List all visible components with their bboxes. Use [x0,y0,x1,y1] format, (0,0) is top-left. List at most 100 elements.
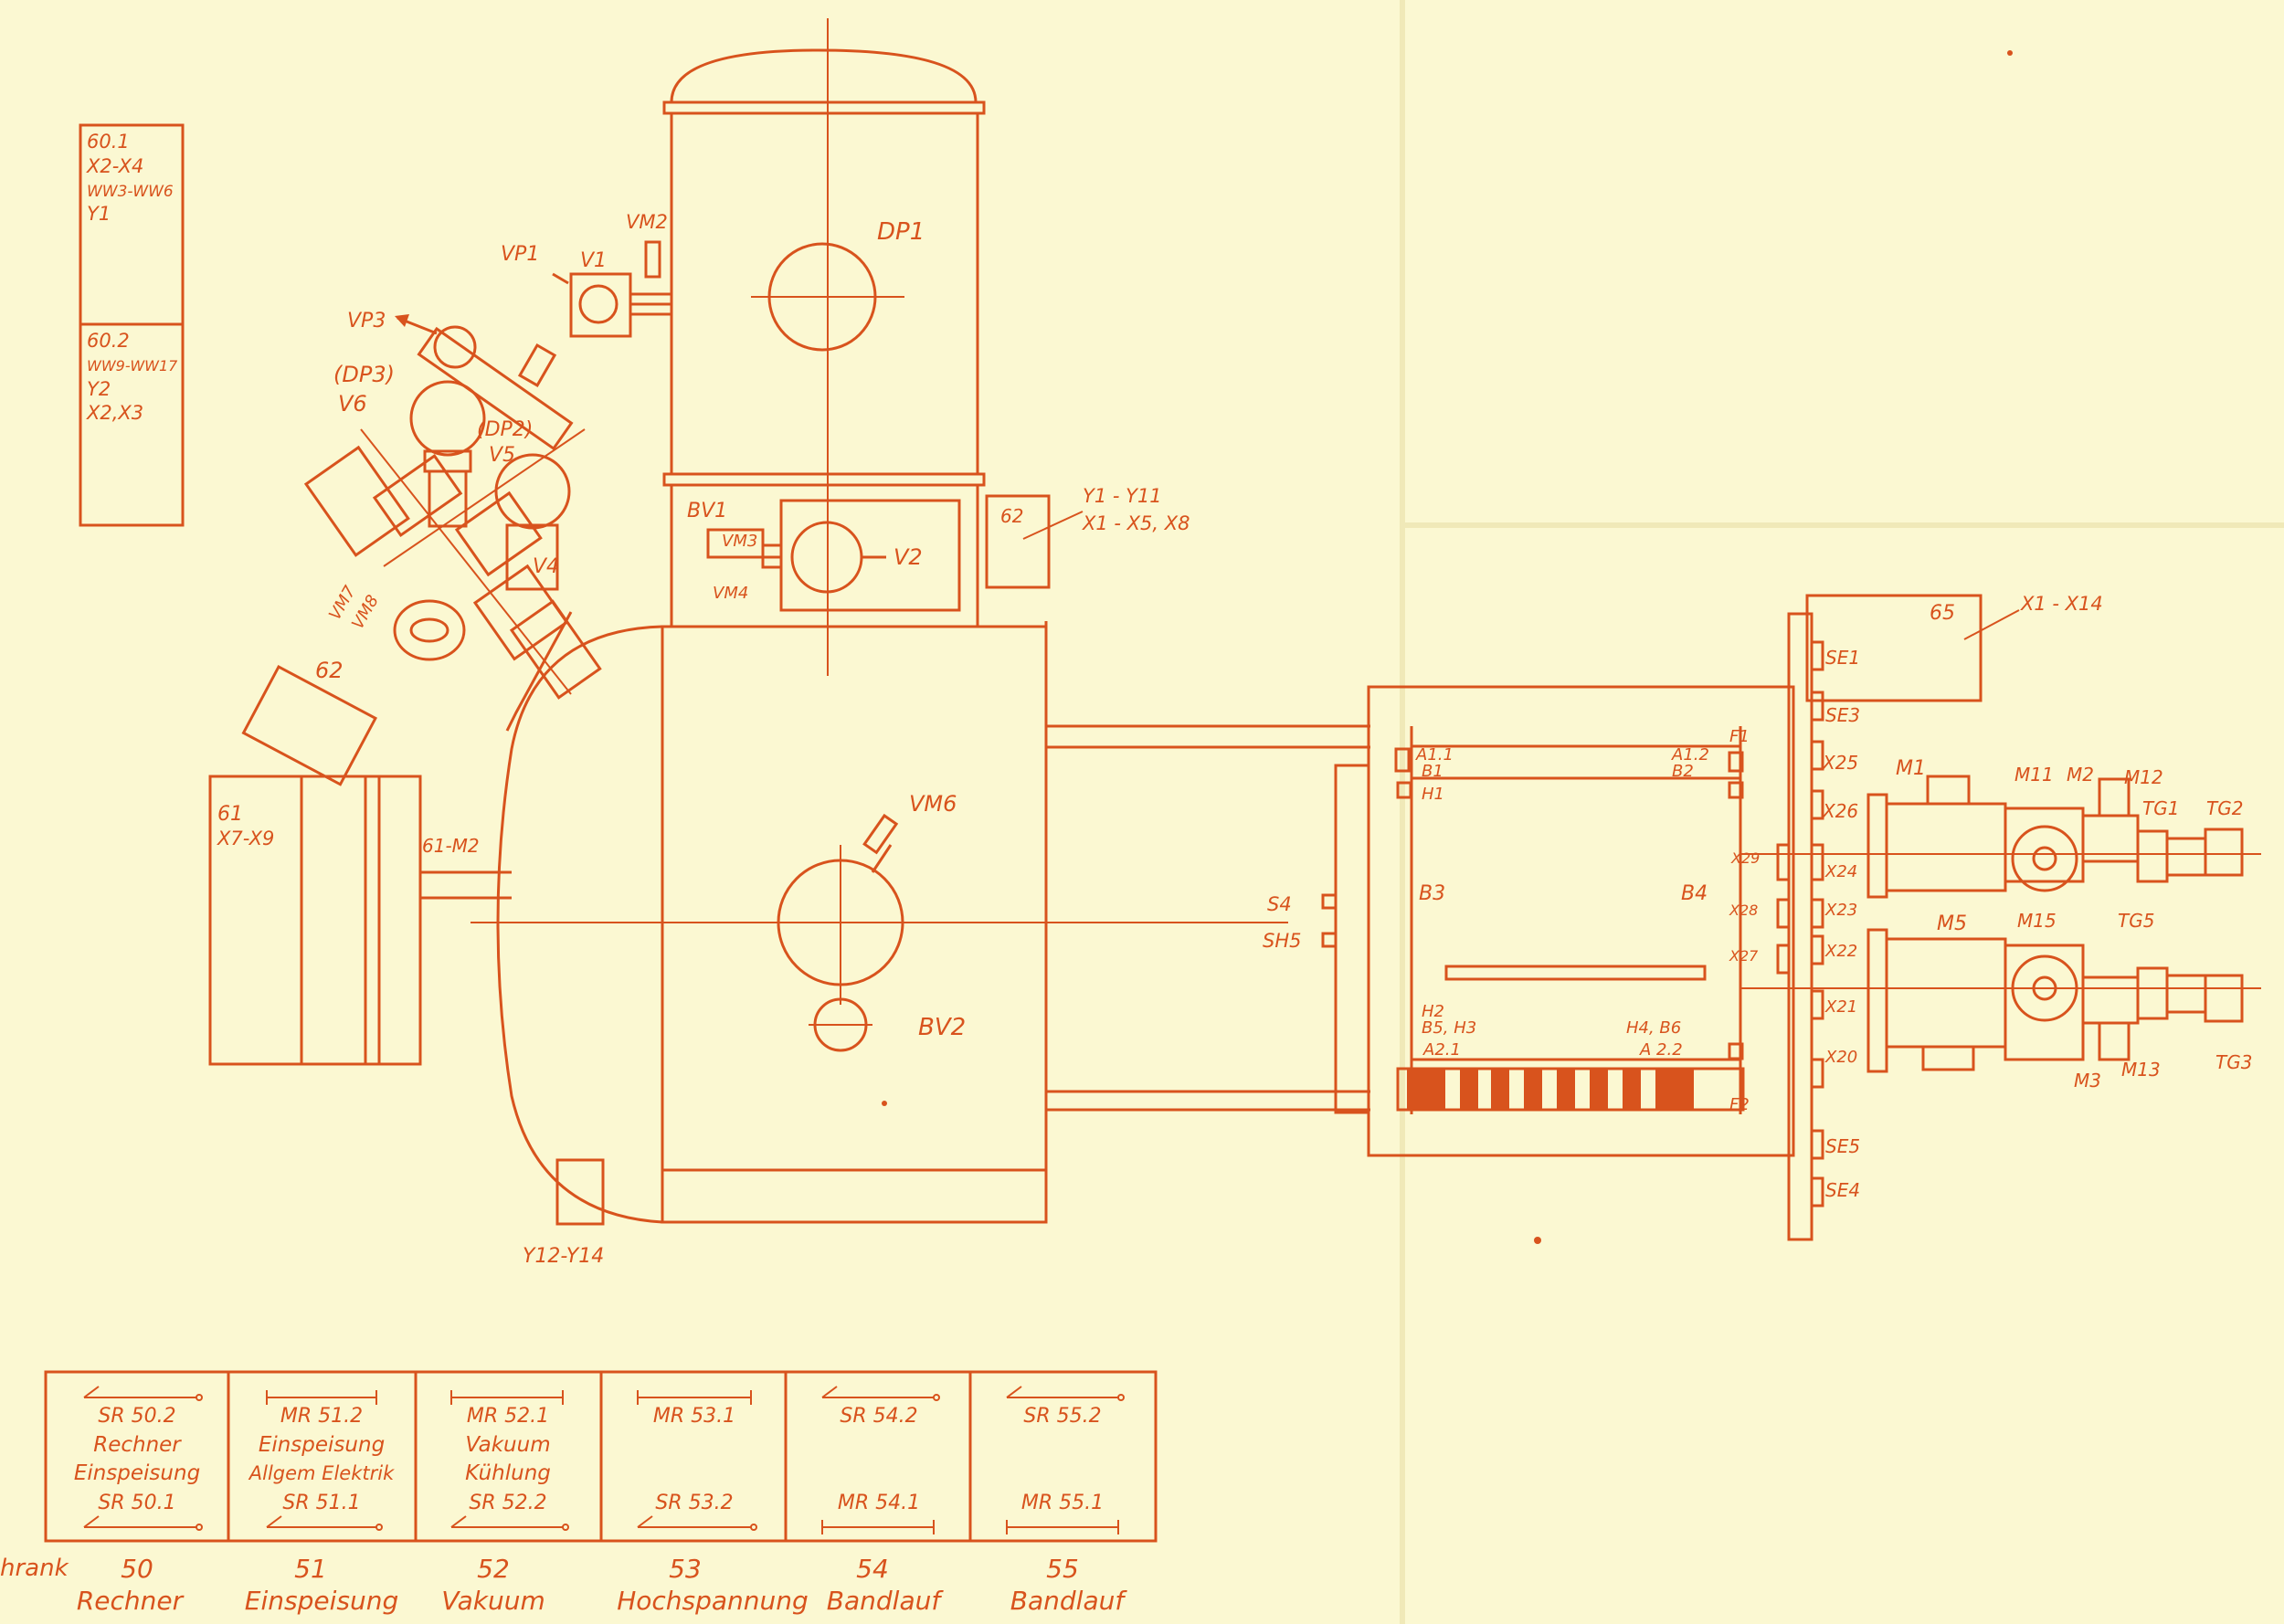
label-tg5: TG5 [2118,910,2154,932]
table-col-51-line-4: SR 51.1 [282,1492,360,1514]
label-a22: A 2.2 [1639,1040,1683,1060]
label-box62a: 62 [315,658,344,683]
label-v2: V2 [894,544,923,570]
label-tg3: TG3 [2215,1051,2252,1073]
label-x23: X23 [1824,901,1857,920]
label-b2: B2 [1672,762,1694,781]
label-x26: X26 [1822,800,1858,822]
legend-box-1-line-3: WW3-WW6 [87,183,174,201]
transfer-rails [1046,724,1370,1112]
table-col-52-line-4: SR 52.2 [469,1492,546,1514]
valve-cluster-dp2-dp3: VP3 (DP3) V6 (DP2) V5 V4 VM7 VM8 [303,310,602,700]
table-col-54-line-1: SR 54.2 [840,1405,917,1428]
label-f2: F2 [1729,1095,1750,1114]
table-col-52-line-2: Vakuum [465,1433,550,1457]
table-col-50-line-3: Einspeisung [74,1461,200,1485]
label-x28: X28 [1729,902,1758,919]
legend-box-1-line-1: 60.1 [87,131,130,153]
label-a12: A1.2 [1671,745,1709,765]
table-number-50: 50 [121,1554,153,1584]
legend-box-1-line-4: Y1 [87,203,111,225]
label-x20: X20 [1824,1048,1857,1067]
label-se4: SE4 [1825,1179,1860,1201]
label-vm2: VM2 [626,211,668,233]
box-61-cabinet: 61 X7-X9 61-M2 [208,775,512,1066]
label-v1: V1 [580,249,607,272]
label-vp3: VP3 [347,310,386,332]
v1-valve-assembly: VM2 VP1 V1 [501,211,673,338]
label-vm6: VM6 [909,791,957,817]
table-name-53: Hochspannung [617,1586,809,1616]
table-col-51-line-1: MR 51.2 [280,1405,363,1428]
label-x1-x5-x8: X1 - X5, X8 [1082,512,1190,534]
table-col-51-line-3: Allgem Elektrik [248,1462,395,1484]
table-number-53: 53 [669,1554,702,1584]
label-m5: M5 [1937,912,1967,935]
label-box62b: 62 [1000,505,1023,527]
table-number-55: 55 [1046,1554,1079,1584]
box-62-tilted: 62 [241,658,377,786]
label-vm4: VM4 [713,584,748,603]
label-x29: X29 [1730,849,1760,867]
label-y1-y11: Y1 - Y11 [1083,485,1162,507]
electronics-rack: S4 SH5 A1.1 B1 H1 A1.2 B2 F1 B3 B4 H2 B5… [1263,685,1795,1157]
table-col-55-line-4: MR 55.1 [1021,1492,1104,1514]
table-number-51: 51 [294,1554,327,1584]
table-row-label: hrank [0,1555,69,1582]
ink-speck [882,1101,887,1106]
table-number-54: 54 [856,1554,889,1584]
label-x22: X22 [1824,942,1857,961]
label-x7-x9: X7-X9 [217,828,274,849]
label-v4: V4 [533,555,559,578]
label-tg1: TG1 [2142,797,2179,819]
label-m2: M2 [2067,764,2094,786]
label-b4: B4 [1681,882,1708,905]
table-col-52-line-1: MR 52.1 [467,1405,549,1428]
table-col-50-line-1: SR 50.2 [98,1405,175,1428]
label-f1: F1 [1729,727,1750,746]
table-col-53-line-1: MR 53.1 [653,1405,735,1428]
label-box65: 65 [1930,602,1955,625]
table-name-52: Vakuum [441,1586,545,1616]
label-tg2: TG2 [2206,797,2243,819]
label-se1: SE1 [1825,647,1860,669]
legend-box-2-line-2: WW9-WW17 [87,357,178,374]
label-h2: H2 [1422,1002,1444,1021]
box-65: 65 X1 - X14 [1805,593,2103,702]
cabinet-table: SR 50.2 Rechner Einspeisung SR 50.1 MR 5… [0,1370,1158,1616]
label-s4: S4 [1267,893,1292,915]
table-col-50-line-2: Rechner [93,1433,182,1457]
label-x21: X21 [1824,997,1857,1017]
legend-boxes: 60.1 X2-X4 WW3-WW6 Y1 60.2 WW9-WW17 Y2 X… [79,123,185,527]
label-h4-b6: H4, B6 [1626,1018,1681,1038]
motor-assembly-upper: M1 M11 M2 M12 TG1 TG2 [1740,757,2261,899]
table-col-50-line-4: SR 50.1 [98,1492,175,1514]
label-m12: M12 [2124,766,2163,788]
label-b1: B1 [1422,762,1443,781]
table-name-51: Einspeisung [245,1586,398,1616]
ink-speck [2007,50,2013,56]
legend-box-1-line-2: X2-X4 [86,155,143,177]
label-m13: M13 [2121,1059,2161,1081]
dp1-pump-column: DP1 [662,18,986,676]
label-x1-x14: X1 - X14 [2020,593,2103,615]
label-bv1: BV1 [687,500,727,522]
label-x27: X27 [1729,947,1759,965]
main-vacuum-chamber: VM6 BV2 Y12-Y14 [471,611,1288,1268]
table-name-50: Rechner [77,1586,185,1616]
label-m1: M1 [1896,757,1926,780]
bv1-section: BV1 VM3 VM4 V2 [687,499,961,612]
label-m3: M3 [2074,1070,2101,1091]
label-vp1: VP1 [501,243,539,266]
label-a11: A1.1 [1415,745,1454,765]
table-col-55-line-1: SR 55.2 [1023,1405,1101,1428]
label-se3: SE3 [1825,704,1860,726]
table-col-52-line-3: Kühlung [465,1461,551,1485]
label-box61: 61 [217,803,243,826]
label-sh5: SH5 [1263,930,1301,952]
label-se5: SE5 [1825,1135,1860,1157]
box-62-upright: 62 Y1 - Y11 X1 - X5, X8 [985,485,1190,589]
label-y12-y14: Y12-Y14 [523,1245,604,1268]
label-61-m2: 61-M2 [422,835,480,857]
motor-assembly-lower: M5 M15 TG5 M3 M13 TG3 [1740,910,2261,1091]
